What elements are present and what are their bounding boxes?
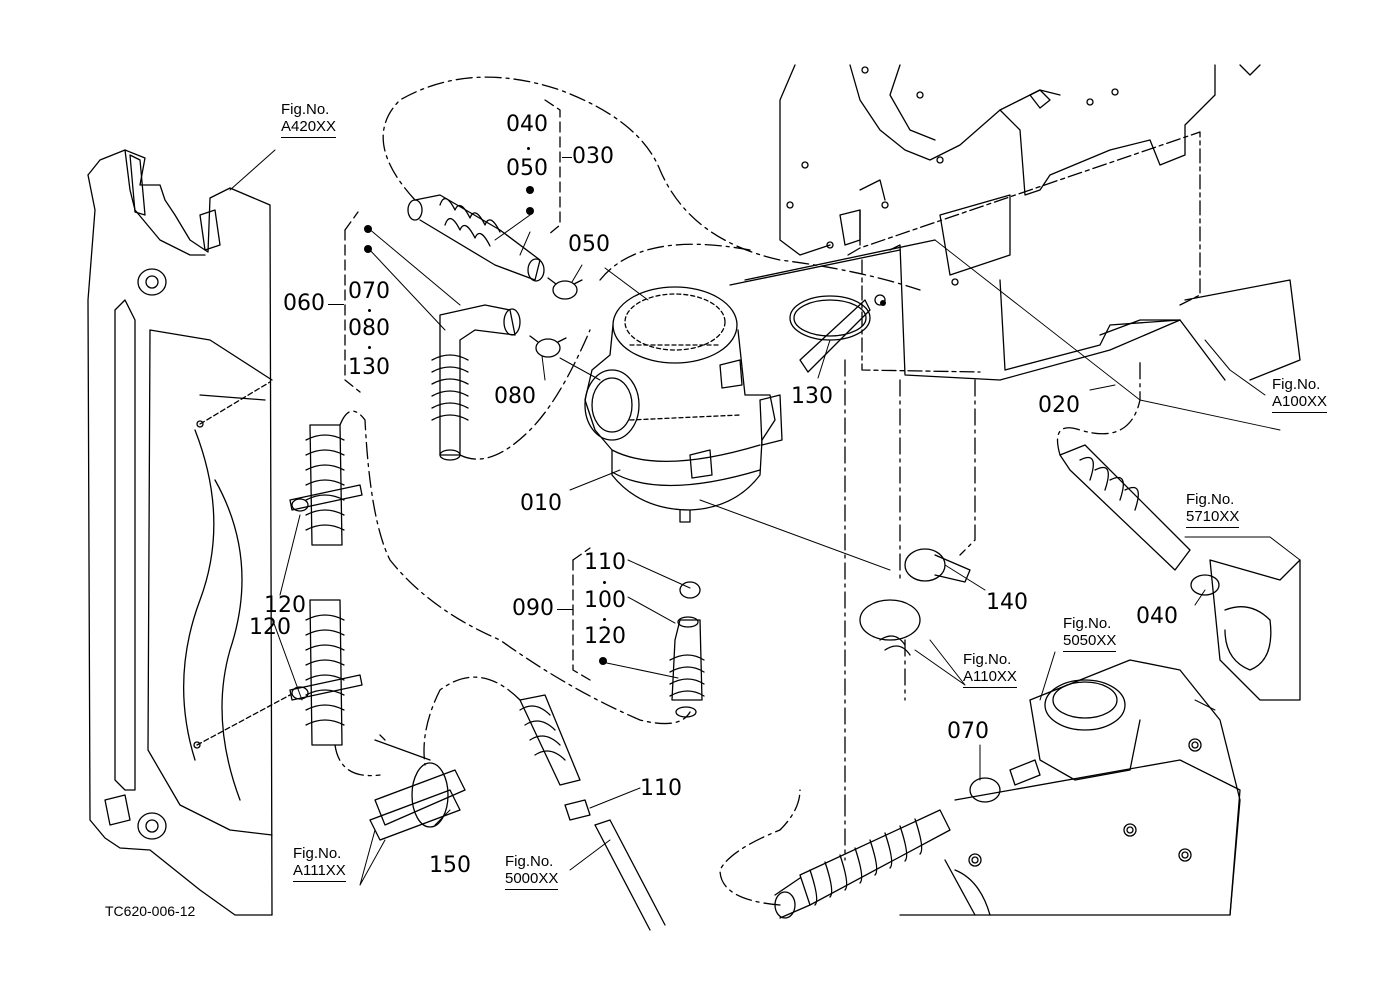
separator-dot [368, 309, 371, 312]
figure-ref-5000xx[interactable]: Fig.No. 5000XX [505, 853, 559, 890]
figure-ref-label: Fig.No. [505, 853, 554, 870]
hose-bundle-150 [369, 734, 466, 841]
leader-lines [229, 149, 1301, 886]
part-label-120: 120 [584, 624, 626, 649]
group-tick-090 [557, 609, 573, 610]
figure-ref-a110xx[interactable]: Fig.No. A110XX [963, 651, 1017, 688]
part-label-070-clamp: 070 [947, 719, 989, 744]
figure-ref-5050xx[interactable]: Fig.No. 5050XX [1063, 615, 1117, 652]
bracket-assembly [729, 64, 1301, 431]
drain-valve-090 [669, 581, 705, 718]
routing-lines [334, 76, 1141, 906]
bottom-hose [774, 777, 1001, 919]
figure-ref-label: Fig.No. [281, 101, 330, 118]
figure-ref-a420xx[interactable]: Fig.No. A420XX [281, 101, 337, 138]
air-cleaner-body [584, 286, 783, 523]
part-label-140: 140 [986, 590, 1028, 615]
left-hoses [289, 424, 363, 746]
part-label-150: 150 [429, 853, 471, 878]
group-dots [364, 186, 886, 665]
part-label-120-lower: 120 [249, 615, 291, 640]
separator-dot [603, 581, 606, 584]
figure-ref-code: A110XX [963, 668, 1017, 688]
group-tick-030 [562, 157, 572, 158]
part-label-030: 030 [572, 144, 614, 169]
figure-ref-code: A100XX [1272, 393, 1328, 413]
part-label-080: 080 [348, 316, 390, 341]
drawing-code: TC620-006-12 [105, 903, 196, 919]
elbow-hose-060 [431, 304, 521, 461]
middle-hose [519, 694, 666, 931]
figure-ref-a100xx[interactable]: Fig.No. A100XX [1272, 376, 1328, 413]
hose-030 [407, 194, 545, 282]
clamps [529, 277, 583, 358]
part-label-040: 040 [506, 112, 548, 137]
separator-dot [603, 618, 606, 621]
part-label-130: 130 [348, 355, 390, 380]
part-label-100: 100 [584, 588, 626, 613]
band-130 [789, 294, 886, 373]
group-brackets [344, 99, 591, 681]
part-label-010: 010 [520, 491, 562, 516]
part-label-120-upper: 120 [264, 593, 306, 618]
part-label-080-clamp: 080 [494, 384, 536, 409]
part-label-110: 110 [584, 550, 626, 575]
group-tick-060 [328, 304, 344, 305]
part-label-040-right: 040 [1136, 604, 1178, 629]
separator-dot [527, 147, 530, 150]
part-label-060: 060 [283, 291, 325, 316]
part-label-020: 020 [1038, 393, 1080, 418]
figure-ref-code: 5000XX [505, 870, 559, 890]
part-label-110-clamp: 110 [640, 776, 682, 801]
figure-ref-code: 5050XX [1063, 632, 1117, 652]
figure-ref-a111xx[interactable]: Fig.No. A111XX [293, 845, 346, 882]
figure-ref-code: 5710XX [1186, 508, 1240, 528]
part-label-050-clamp: 050 [568, 232, 610, 257]
figure-ref-label: Fig.No. [1186, 491, 1235, 508]
figure-ref-label: Fig.No. [1063, 615, 1112, 632]
figure-ref-5710xx[interactable]: Fig.No. 5710XX [1186, 491, 1240, 528]
figure-ref-label: Fig.No. [963, 651, 1012, 668]
figure-ref-code: A420XX [281, 118, 337, 138]
figure-ref-label: Fig.No. [1272, 376, 1321, 393]
part-label-090: 090 [512, 596, 554, 621]
part-label-130-band: 130 [791, 384, 833, 409]
part-label-070: 070 [348, 279, 390, 304]
figure-ref-label: Fig.No. [293, 845, 342, 862]
shroud-panel [87, 149, 291, 916]
separator-dot [368, 346, 371, 349]
part-label-050: 050 [506, 156, 548, 181]
figure-ref-code: A111XX [293, 862, 346, 882]
right-hose-040 [1059, 444, 1220, 596]
engine-parts [899, 559, 1301, 916]
